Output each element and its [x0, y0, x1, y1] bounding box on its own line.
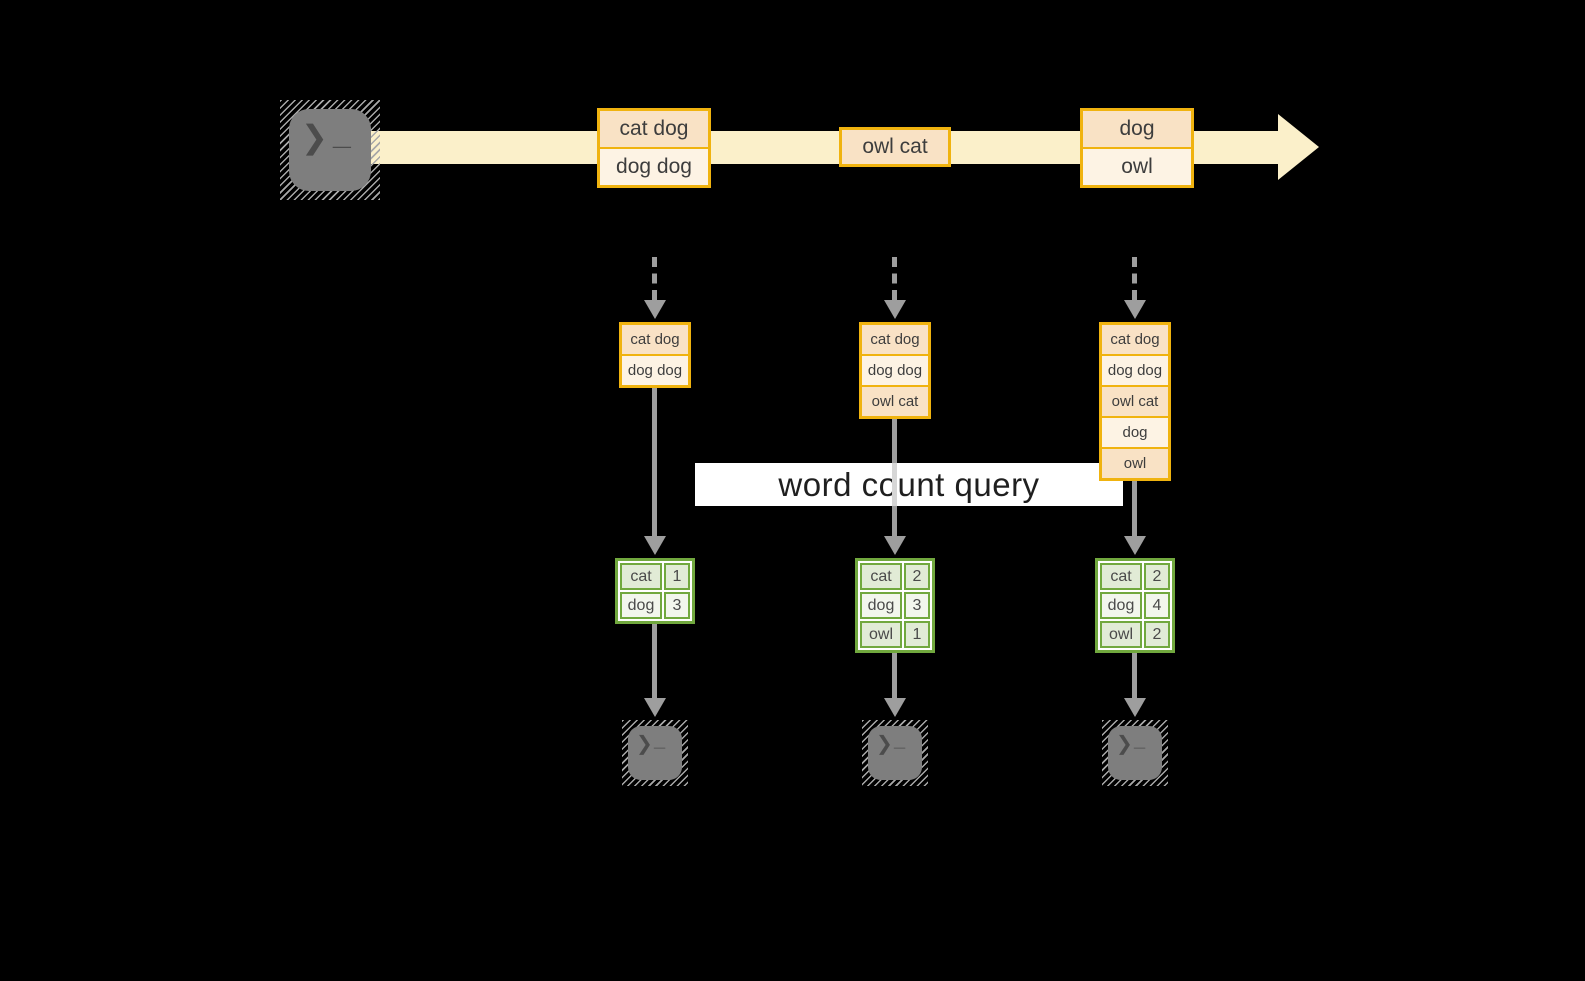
terminal-icon: ❯ _ — [622, 720, 688, 786]
input-table-row: dog dog — [622, 356, 688, 385]
result-count-cell: 3 — [904, 592, 930, 619]
query-arrow-line — [892, 506, 897, 536]
result-word-cell: dog — [620, 592, 662, 619]
terminal-prompt-cursor: _ — [654, 729, 666, 751]
terminal-icon-body: ❯ _ — [289, 109, 371, 191]
terminal-prompt-cursor: _ — [894, 729, 906, 751]
output-arrowhead — [884, 698, 906, 717]
stream-event-line: dog dog — [600, 149, 708, 185]
stream-to-input-arrow-line — [892, 257, 897, 300]
terminal-icon-body: ❯ _ — [628, 726, 682, 780]
stream-event-line: dog — [1083, 111, 1191, 147]
query-arrowhead — [884, 536, 906, 555]
terminal-prompt-cursor: _ — [333, 115, 351, 151]
stream-to-input-arrowhead — [884, 300, 906, 319]
query-arrow-line — [1132, 481, 1137, 536]
terminal-icon-body: ❯ _ — [1108, 726, 1162, 780]
stream-to-input-arrow-line — [1132, 257, 1137, 300]
output-arrow-line — [652, 622, 657, 698]
data-stream-arrowhead — [1278, 114, 1319, 180]
result-word-cell: dog — [860, 592, 902, 619]
output-arrowhead — [1124, 698, 1146, 717]
result-count-cell: 2 — [1144, 621, 1170, 648]
input-table-1: cat dog dog dog — [619, 322, 691, 388]
output-arrow-line — [1132, 651, 1137, 698]
result-table-1: cat 1 dog 3 — [615, 558, 695, 624]
input-table-row: dog dog — [1102, 356, 1168, 385]
stream-event-line: owl — [1083, 149, 1191, 185]
result-word-cell: owl — [860, 621, 902, 648]
result-table-2: cat 2 dog 3 owl 1 — [855, 558, 935, 653]
terminal-prompt-cursor: _ — [1134, 729, 1146, 751]
input-table-row: owl cat — [1102, 387, 1168, 416]
input-table-row: owl — [1102, 449, 1168, 478]
input-table-row: dog dog — [862, 356, 928, 385]
stream-event-line: cat dog — [600, 111, 708, 147]
input-table-row: cat dog — [622, 325, 688, 354]
input-table-row: cat dog — [862, 325, 928, 354]
terminal-prompt-chevron: ❯ — [636, 733, 653, 755]
terminal-icon-body: ❯ _ — [868, 726, 922, 780]
stream-to-input-arrow-line — [652, 257, 657, 300]
result-word-cell: owl — [1100, 621, 1142, 648]
result-count-cell: 4 — [1144, 592, 1170, 619]
input-table-2: cat dog dog dog owl cat — [859, 322, 931, 419]
output-arrowhead — [644, 698, 666, 717]
result-count-cell: 1 — [664, 563, 690, 590]
stream-event-batch-3: dog owl — [1080, 108, 1194, 188]
terminal-icon: ❯ _ — [1102, 720, 1168, 786]
terminal-icon: ❯ _ — [280, 100, 380, 200]
result-table-3: cat 2 dog 4 owl 2 — [1095, 558, 1175, 653]
query-arrow-line — [892, 419, 897, 463]
terminal-prompt-chevron: ❯ — [1116, 733, 1133, 755]
result-count-cell: 2 — [1144, 563, 1170, 590]
result-word-cell: dog — [1100, 592, 1142, 619]
query-arrow-line — [652, 388, 657, 536]
terminal-prompt-chevron: ❯ — [301, 119, 328, 155]
stream-event-line: owl cat — [842, 130, 948, 164]
terminal-icon: ❯ _ — [862, 720, 928, 786]
result-count-cell: 1 — [904, 621, 930, 648]
result-word-cell: cat — [1100, 563, 1142, 590]
query-arrowhead — [1124, 536, 1146, 555]
result-count-cell: 2 — [904, 563, 930, 590]
stream-event-batch-1: cat dog dog dog — [597, 108, 711, 188]
query-arrow-line-over-banner — [892, 463, 897, 506]
query-label-banner: word count query — [695, 463, 1123, 506]
stream-to-input-arrowhead — [644, 300, 666, 319]
input-table-3: cat dog dog dog owl cat dog owl — [1099, 322, 1171, 481]
terminal-prompt-chevron: ❯ — [876, 733, 893, 755]
output-arrow-line — [892, 651, 897, 698]
result-word-cell: cat — [860, 563, 902, 590]
query-arrowhead — [644, 536, 666, 555]
result-word-cell: cat — [620, 563, 662, 590]
input-table-row: cat dog — [1102, 325, 1168, 354]
result-count-cell: 3 — [664, 592, 690, 619]
query-label: word count query — [778, 465, 1040, 503]
stream-event-batch-2: owl cat — [839, 127, 951, 167]
stream-to-input-arrowhead — [1124, 300, 1146, 319]
input-table-row: dog — [1102, 418, 1168, 447]
input-table-row: owl cat — [862, 387, 928, 416]
